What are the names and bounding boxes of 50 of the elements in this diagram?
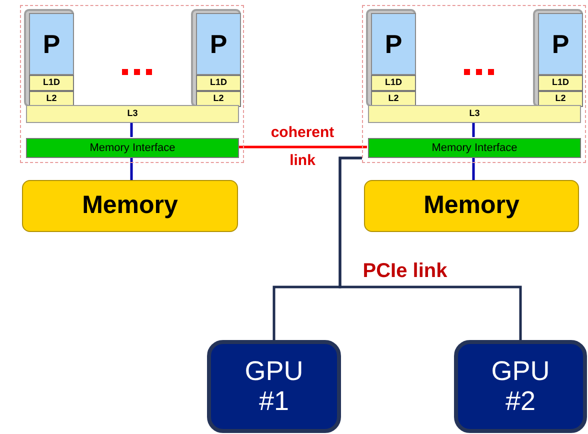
memory-label: Memory — [424, 192, 520, 220]
gpu-box — [454, 340, 587, 433]
connector-line — [472, 122, 475, 137]
gpu-label: GPU #2 — [491, 356, 550, 416]
cache-box — [29, 75, 74, 91]
connector-line — [472, 157, 475, 180]
cache-label: L1D — [552, 78, 569, 88]
cache-label: L1D — [384, 78, 402, 88]
processor-box — [29, 13, 74, 75]
memory-box — [22, 180, 238, 232]
edge-label: coherent link — [270, 123, 336, 171]
processor-label: P — [384, 30, 402, 58]
cache-label: L3 — [469, 109, 480, 119]
processor-label: P — [552, 30, 570, 58]
processor-box — [371, 13, 416, 75]
cache-box — [371, 75, 416, 91]
memory-interface-bar — [368, 138, 581, 158]
core-box — [24, 9, 74, 107]
cache-box — [196, 75, 241, 91]
link-line — [338, 156, 522, 340]
cache-bar — [368, 105, 581, 123]
cache-label: L2 — [213, 94, 224, 104]
cache-bar — [26, 105, 239, 123]
connector-line — [130, 122, 133, 137]
cache-label: L3 — [127, 109, 138, 119]
processor-box — [196, 13, 241, 75]
memory-label: Memory — [82, 192, 178, 220]
cache-label: L2 — [388, 94, 399, 104]
core-box — [533, 9, 583, 107]
cache-label: L1D — [210, 78, 227, 88]
interface-label: Memory Interface — [90, 142, 176, 154]
gpu-label: GPU #1 — [244, 356, 304, 416]
processor-box — [538, 13, 583, 75]
core-box — [366, 9, 416, 107]
core-box — [191, 9, 241, 107]
link-line — [238, 146, 367, 148]
memory-box — [364, 180, 579, 232]
gpu-box — [207, 340, 341, 433]
processor-socket-outline — [362, 5, 586, 163]
cache-label: L1D — [42, 78, 60, 88]
processor-socket-outline — [20, 5, 244, 163]
connector-line — [130, 157, 133, 180]
memory-interface-bar — [26, 138, 239, 158]
processor-label: P — [210, 30, 228, 58]
processor-label: P — [42, 30, 60, 58]
interface-label: Memory Interface — [432, 142, 518, 154]
cache-label: L2 — [46, 94, 57, 104]
cache-label: L2 — [555, 94, 566, 104]
edge-label: PCIe link — [362, 259, 448, 283]
cache-box — [538, 75, 583, 91]
